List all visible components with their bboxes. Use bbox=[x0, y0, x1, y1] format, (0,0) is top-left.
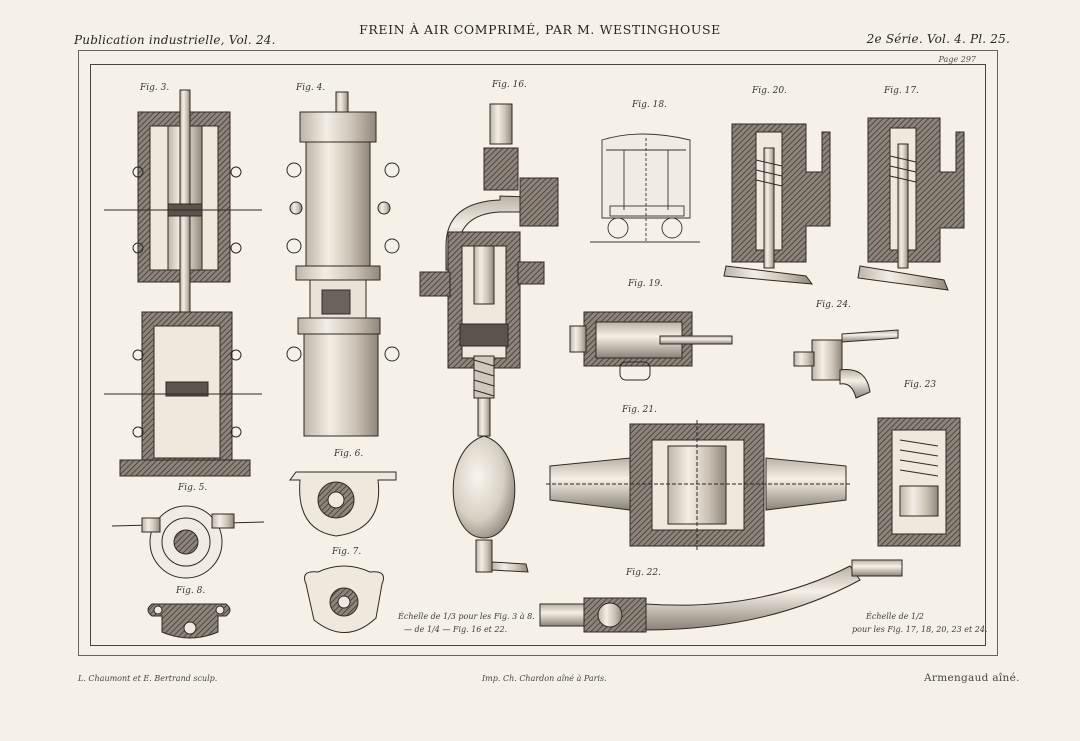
label-fig17: Fig. 17. bbox=[884, 86, 919, 96]
fig7-flange-view bbox=[304, 565, 384, 633]
fig8-gasket bbox=[147, 603, 231, 639]
scale-note-right: Échelle de 1/2 pour les Fig. 17, 18, 20,… bbox=[852, 610, 987, 636]
label-fig8: Fig. 8. bbox=[176, 586, 206, 596]
label-fig18: Fig. 18. bbox=[632, 100, 667, 110]
fig6-plan-view bbox=[289, 471, 397, 537]
scale-left-line1: Échelle de 1/3 pour les Fig. 3 à 8. bbox=[398, 612, 535, 621]
fig23-valve-section bbox=[877, 417, 961, 547]
fig19-brake-cylinder bbox=[569, 311, 733, 381]
label-fig4: Fig. 4. bbox=[296, 83, 326, 93]
label-fig20: Fig. 20. bbox=[752, 86, 787, 96]
fig20-triple-valve bbox=[723, 123, 831, 285]
plate-title: FREIN À AIR COMPRIMÉ, PAR M. WESTINGHOUS… bbox=[359, 22, 721, 37]
fig18-car-end-view bbox=[590, 133, 700, 243]
scale-right-line2: pour les Fig. 17, 18, 20, 23 et 24. bbox=[852, 625, 988, 634]
scale-note-left: Échelle de 1/3 pour les Fig. 3 à 8. — de… bbox=[398, 610, 535, 636]
page-reference: Page 297 bbox=[938, 55, 976, 64]
publication-reference: Publication industrielle, Vol. 24. bbox=[74, 33, 276, 47]
fig5-plan-view bbox=[111, 505, 265, 579]
fig22-flexible-hose bbox=[539, 559, 903, 633]
author-credit: Armengaud aîné. bbox=[924, 672, 1020, 684]
printer-credit: Imp. Ch. Chardon aîné à Paris. bbox=[482, 674, 607, 683]
fig24-stopcock bbox=[793, 329, 899, 399]
label-fig21: Fig. 21. bbox=[622, 405, 657, 415]
fig4-pump-elevation bbox=[286, 91, 400, 437]
fig17-triple-valve bbox=[857, 117, 965, 291]
fig16-valve-reservoir bbox=[419, 103, 559, 573]
label-fig3: Fig. 3. bbox=[140, 83, 170, 93]
fig3-pump-section bbox=[104, 89, 262, 477]
fig21-coupling-section bbox=[546, 420, 850, 550]
scale-left-line2: — de 1/4 — Fig. 16 et 22. bbox=[404, 625, 508, 634]
scale-right-line1: Échelle de 1/2 bbox=[866, 612, 924, 621]
label-fig6: Fig. 6. bbox=[334, 449, 364, 459]
label-fig7: Fig. 7. bbox=[332, 547, 362, 557]
label-fig19: Fig. 19. bbox=[628, 279, 663, 289]
label-fig22: Fig. 22. bbox=[626, 568, 661, 578]
label-fig5: Fig. 5. bbox=[178, 483, 208, 493]
outer-frame bbox=[78, 50, 998, 656]
series-reference: 2e Série. Vol. 4. Pl. 25. bbox=[866, 32, 1010, 46]
label-fig16: Fig. 16. bbox=[492, 80, 527, 90]
inner-frame bbox=[90, 64, 986, 646]
label-fig24: Fig. 24. bbox=[816, 300, 851, 310]
label-fig23: Fig. 23 bbox=[904, 380, 937, 390]
engraver-credit: L. Chaumont et E. Bertrand sculp. bbox=[78, 674, 218, 683]
